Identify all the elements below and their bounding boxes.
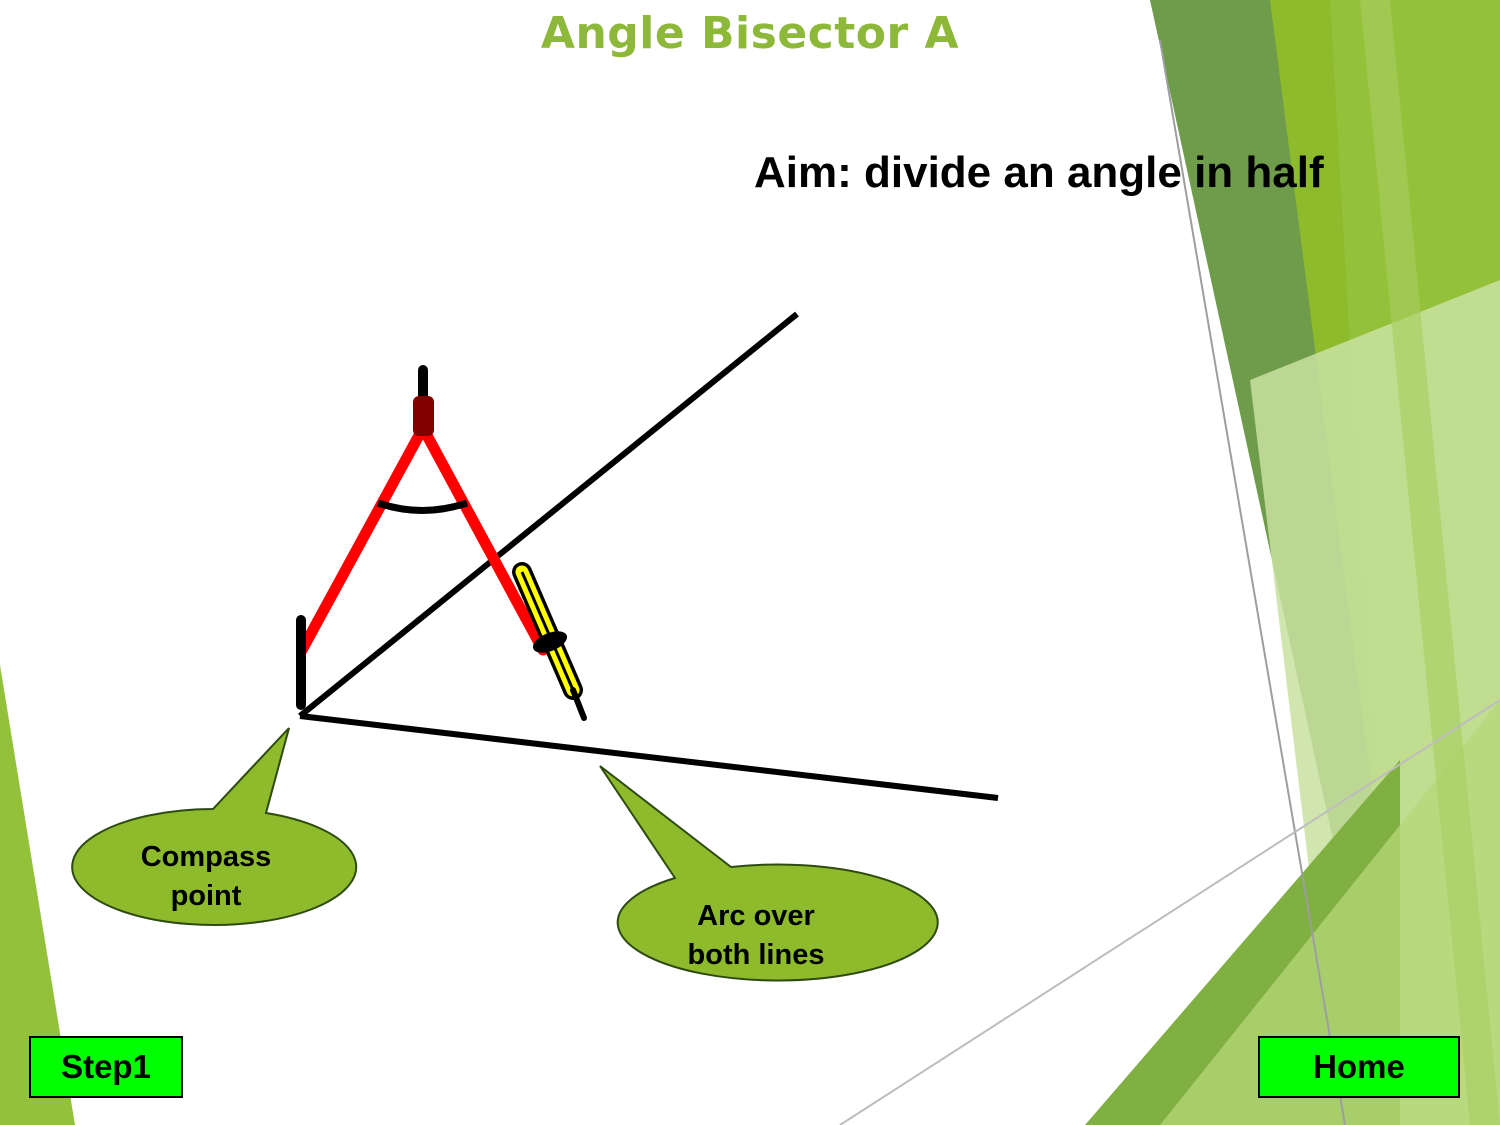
theme-decoration-right	[839, 0, 1500, 1125]
theme-thin-line-2	[839, 699, 1500, 1125]
slide-title: Angle Bisector A	[540, 8, 960, 59]
theme-thin-line-1	[1159, 39, 1346, 1125]
compass-hinge	[413, 396, 434, 436]
callout-arc-line-1: Arc over	[697, 900, 815, 932]
compass-right-leg	[417, 422, 549, 656]
pencil	[512, 562, 587, 721]
theme-panel-lower-light	[1160, 700, 1500, 1125]
callout-compass-point-shape	[71, 727, 358, 926]
aim-text: Aim: divide an angle in half	[754, 148, 1324, 197]
pencil-clamp	[532, 631, 568, 653]
angle-lower-arm	[299, 713, 999, 801]
callout-arc-text: Arc over both lines	[646, 897, 866, 975]
theme-panel-strip	[1360, 0, 1500, 1125]
compass-crossbar	[376, 499, 469, 514]
callout-compass-point	[71, 727, 358, 926]
theme-decoration-left	[0, 665, 75, 1125]
pencil-tip	[570, 687, 587, 721]
callout-compass-point-text: Compass point	[96, 838, 316, 916]
home-button[interactable]: Home	[1258, 1036, 1460, 1098]
step1-button[interactable]: Step1	[29, 1036, 183, 1098]
callout-arc	[599, 765, 939, 982]
callout-compass-point-line-1: Compass	[140, 841, 272, 873]
compass-left-leg	[296, 422, 429, 656]
callout-arc-shape	[599, 765, 939, 982]
angle	[298, 311, 999, 801]
callout-compass-point-line-2: point	[170, 880, 242, 912]
compass	[296, 365, 587, 721]
angle-upper-arm	[298, 311, 799, 719]
callout-arc-line-2: both lines	[687, 939, 825, 971]
pencil-stripe	[520, 571, 575, 691]
